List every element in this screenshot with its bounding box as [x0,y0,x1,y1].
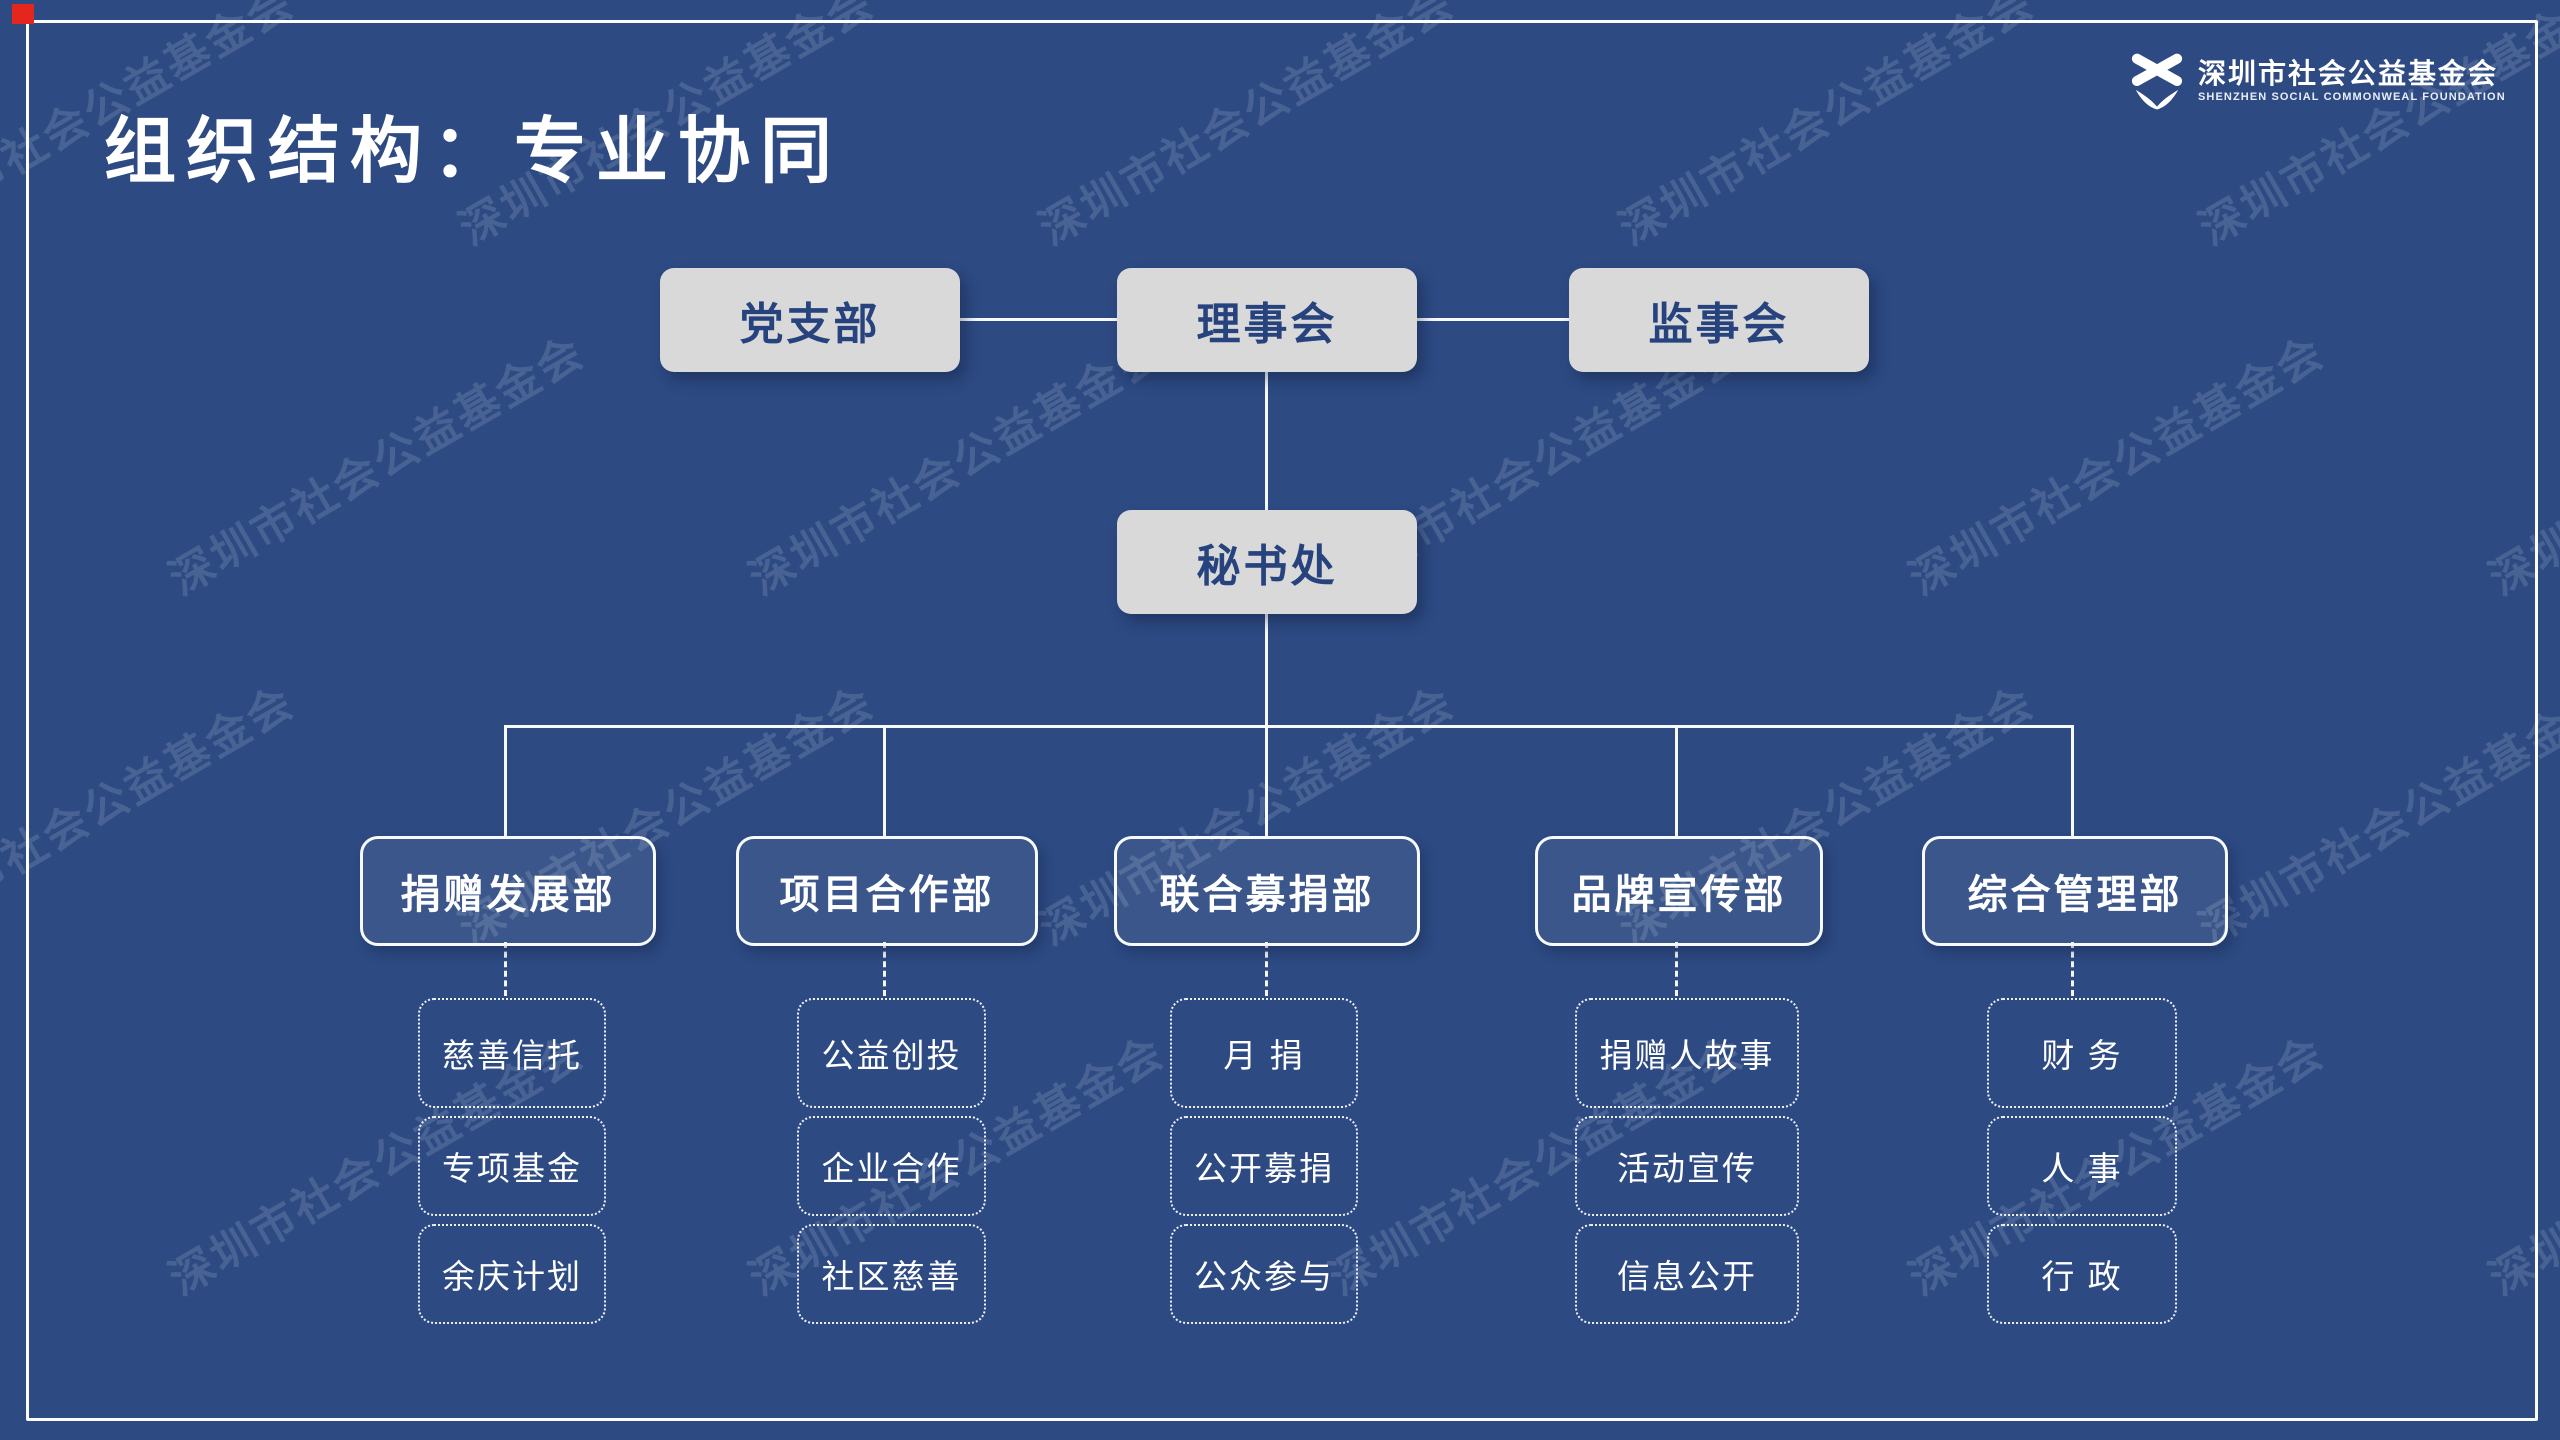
connector-drop-dept-1 [504,726,507,836]
connector-dash-dept-5 [2071,942,2074,996]
connector-dash-dept-1 [504,942,507,996]
node-label: 财 务 [2041,1037,2123,1074]
node-label: 公益创投 [821,1037,962,1074]
node-label: 企业合作 [821,1150,962,1187]
node-label: 行 政 [2041,1258,2123,1295]
foundation-x-logo-icon [2130,52,2184,110]
node-label: 余庆计划 [442,1258,582,1295]
node-label: 公开募捐 [1194,1150,1334,1187]
connector-board-supervisors [1417,318,1569,321]
watermark-text: 深圳市社会公益基金会 [1901,327,2334,605]
connector-drop-dept-3 [1265,726,1268,836]
node-label: 党支部 [739,300,881,349]
org-node-dept-project-cooperation: 项目合作部 [736,836,1038,946]
org-node-board: 理事会 [1117,268,1417,372]
org-node-sub-administration: 行 政 [1987,1224,2177,1324]
red-corner-marker [12,4,34,24]
node-label: 理事会 [1196,300,1338,349]
org-node-sub-corporate-cooperation: 企业合作 [797,1116,986,1216]
node-label: 信息公开 [1617,1258,1757,1295]
watermark-text: 深圳市社会公益基金会 [2481,1027,2560,1305]
org-node-sub-public-fundraising: 公开募捐 [1170,1116,1358,1216]
foundation-name-cn: 深圳市社会公益基金会 [2198,57,2499,89]
node-label: 捐赠发展部 [400,873,616,917]
node-label: 专项基金 [442,1150,582,1187]
connector-dash-dept-4 [1675,942,1678,996]
watermark-text: 深圳市社会公益基金会 [161,327,594,605]
org-node-sub-special-fund: 专项基金 [418,1116,606,1216]
node-label: 社区慈善 [821,1258,962,1295]
connector-drop-dept-2 [883,726,886,836]
org-node-sub-venture-philanthropy: 公益创投 [797,998,986,1108]
foundation-name-en: SHENZHEN SOCIAL COMMONWEAL FOUNDATION [2198,90,2506,103]
connector-drop-dept-5 [2071,726,2074,836]
connector-dash-dept-3 [1265,942,1268,996]
connector-dash-dept-2 [883,942,886,996]
connector-drop-dept-4 [1675,726,1678,836]
node-label: 综合管理部 [1967,873,2183,917]
watermark-text: 深圳市社会公益基金会 [2191,0,2560,255]
node-label: 联合募捐部 [1159,873,1375,917]
connector-bus [504,725,2074,728]
node-label: 公众参与 [1194,1258,1334,1295]
node-label: 活动宣传 [1617,1150,1757,1187]
org-node-sub-hr: 人 事 [1987,1116,2177,1216]
org-node-dept-donation-development: 捐赠发展部 [360,836,656,946]
node-label: 品牌宣传部 [1571,873,1787,917]
node-label: 慈善信托 [442,1037,582,1074]
node-label: 秘书处 [1196,542,1338,591]
node-label: 捐赠人故事 [1599,1037,1775,1074]
org-node-sub-finance: 财 务 [1987,998,2177,1108]
org-node-sub-yuqing-plan: 余庆计划 [418,1224,606,1324]
foundation-logo: 深圳市社会公益基金会 SHENZHEN SOCIAL COMMONWEAL FO… [2130,52,2506,110]
foundation-logo-text: 深圳市社会公益基金会 SHENZHEN SOCIAL COMMONWEAL FO… [2198,57,2506,104]
org-node-sub-charity-trust: 慈善信托 [418,998,606,1108]
connector-board-secretariat [1265,372,1268,510]
org-node-sub-community-charity: 社区慈善 [797,1224,986,1324]
node-label: 监事会 [1648,300,1790,349]
node-label: 项目合作部 [779,873,995,917]
org-node-supervisors: 监事会 [1569,268,1869,372]
org-node-sub-event-publicity: 活动宣传 [1575,1116,1799,1216]
watermark-text: 深圳市社会公益基金会 [0,677,304,955]
org-node-sub-information-disclosure: 信息公开 [1575,1224,1799,1324]
watermark-text: 深圳市社会公益基金会 [1031,0,1464,255]
org-node-sub-donor-stories: 捐赠人故事 [1575,998,1799,1108]
watermark-row: 深圳市社会公益基金会 深圳市社会公益基金会 深圳市社会公益基金会 深圳市社会公益… [140,327,2560,604]
node-label: 月 捐 [1223,1037,1305,1074]
org-node-sub-public-participation: 公众参与 [1170,1224,1358,1324]
page-title: 组织结构：专业协同 [104,112,843,192]
connector-party-board [960,318,1117,321]
node-label: 人 事 [2041,1150,2123,1187]
org-node-dept-general-management: 综合管理部 [1922,836,2228,946]
org-node-party-branch: 党支部 [660,268,960,372]
watermark-text: 深圳市社会公益基金会 [2191,677,2560,955]
org-node-sub-monthly-donation: 月 捐 [1170,998,1358,1108]
watermark-text: 深圳市社会公益基金会 [1611,0,2044,255]
connector-secretariat-bus [1265,614,1268,726]
watermark-row: 深圳市社会公益基金会 深圳市社会公益基金会 深圳市社会公益基金会 深圳市社会公益… [0,677,2560,954]
org-node-dept-brand-publicity: 品牌宣传部 [1535,836,1823,946]
org-node-secretariat: 秘书处 [1117,510,1417,614]
watermark-text: 深圳市社会公益基金会 [2481,327,2560,605]
org-node-dept-joint-fundraising: 联合募捐部 [1114,836,1420,946]
